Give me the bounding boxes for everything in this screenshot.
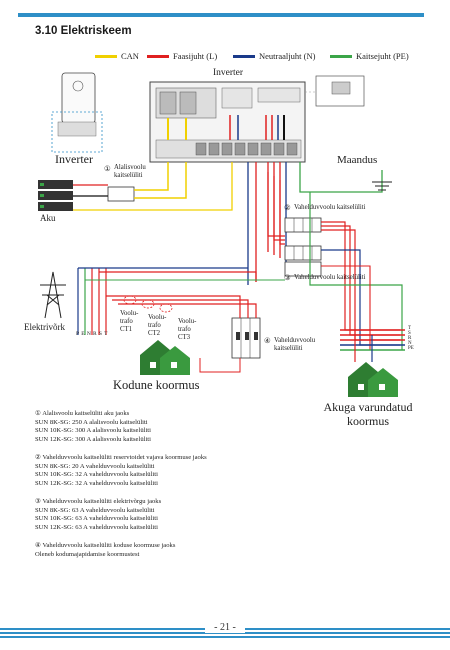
terminal-n: N	[408, 341, 412, 346]
grid-pylon-icon	[40, 271, 66, 319]
dc-breaker-label: Alalisvoolu kaitselüliti	[114, 164, 146, 179]
ac-breaker-4-number: ④	[264, 336, 271, 345]
ac-breaker-4-label: Vahelduvvoolu kaitselüliti	[274, 337, 316, 352]
battery-label: Aku	[40, 213, 56, 223]
note-2-heading: ② Vahelduvvoolu kaitselüliti reservtoide…	[35, 454, 207, 461]
ac-breaker-2-symbol	[284, 217, 322, 233]
ct1-label: Voolu- trafo CT1	[120, 310, 139, 333]
top-rule	[18, 13, 424, 17]
section-title: 3.10 Elektriskeem	[35, 25, 132, 37]
note-2-line: SUN 8K-SG: 20 A vahelduvvoolu kaitselüli…	[35, 462, 155, 470]
legend-label-phase: Faasijuht (L)	[173, 51, 218, 61]
ac-breaker-2-label: Vahelduvvoolu kaitselüliti	[294, 204, 366, 211]
bottom-rule	[0, 628, 450, 638]
dc-breaker-symbol	[107, 186, 135, 202]
dc-breaker-number: ①	[104, 164, 111, 173]
backup-load-label: Akuga varundatud koormus	[323, 400, 413, 428]
page-number: - 21 -	[205, 622, 245, 633]
note-3-heading: ③ Vahelduvvoolu kaitselüliti elektrivõrg…	[35, 498, 162, 505]
backup-terminals: T S R N PE	[408, 326, 414, 351]
grid-label: Elektrivõrk	[24, 322, 65, 332]
grid-terminals-label: PENRST	[76, 331, 110, 337]
battery-stack	[38, 180, 73, 211]
legend-label-pe: Kaitsejuht (PE)	[356, 51, 409, 61]
note-1-line: SUN 8K-SG: 250 A alalisvoolu kaitselülit…	[35, 418, 148, 426]
note-4: ④ Vahelduvvoolu kaitselüliti koduse koor…	[35, 542, 175, 559]
note-2: ② Vahelduvvoolu kaitselüliti reservtoide…	[35, 454, 207, 488]
terminal-r: R	[408, 336, 412, 341]
inverter-terminal-panel	[149, 81, 306, 163]
home-house-icon	[140, 340, 190, 375]
ground-label: Maandus	[337, 154, 378, 166]
note-1-heading: ① Alalisvoolu kaitselüliti aku jaoks	[35, 410, 130, 417]
inverter-unit-drawing	[51, 72, 103, 153]
ac-breaker-3-symbol	[284, 245, 322, 277]
inverter-label-top: Inverter	[213, 68, 244, 78]
terminal-t: T	[408, 326, 412, 331]
note-3-line: SUN 12K-SG: 63 A vahelduvvoolu kaitselül…	[35, 523, 158, 531]
terminal-pe: PE	[408, 346, 414, 351]
note-3: ③ Vahelduvvoolu kaitselüliti elektrivõrg…	[35, 498, 161, 532]
ac-breaker-3-number: ③	[284, 273, 291, 282]
note-2-line: SUN 10K-SG: 32 A vahelduvvoolu kaitselül…	[35, 471, 158, 479]
ct3-label: Voolu- trafo CT3	[178, 318, 197, 341]
ct2-label: Voolu- trafo CT2	[148, 314, 167, 337]
note-3-line: SUN 10K-SG: 63 A vahelduvvoolu kaitselül…	[35, 515, 158, 523]
legend-item-phase: Faasijuht (L)	[147, 51, 217, 61]
home-load-label: Kodune koormus	[113, 378, 200, 392]
backup-terminal-bars	[340, 329, 405, 362]
note-1-line: SUN 12K-SG: 300 A alalisvoolu kaitselüli…	[35, 435, 151, 443]
port-detail-box	[305, 75, 365, 107]
note-1: ① Alalisvoolu kaitselüliti aku jaoks SUN…	[35, 410, 151, 444]
ac-breaker-2-number: ②	[284, 203, 291, 212]
inverter-label-left: Inverter	[55, 152, 93, 166]
ac-breaker-3-label: Vahelduvvoolu kaitselüliti	[294, 274, 366, 281]
legend-swatch-pe	[330, 54, 352, 58]
note-2-line: SUN 12K-SG: 32 A vahelduvvoolu kaitselül…	[35, 479, 158, 487]
backup-house-icon	[348, 362, 398, 397]
terminal-s: S	[408, 331, 411, 336]
legend-item-neutral: Neutraaljuht (N)	[233, 51, 315, 61]
note-4-heading: ④ Vahelduvvoolu kaitselüliti koduse koor…	[35, 542, 176, 549]
legend-swatch-can	[95, 54, 117, 58]
legend-swatch-neutral	[233, 54, 255, 58]
note-4-line: Oleneb kodumajapidamise koormustest	[35, 550, 140, 558]
legend-item-pe: Kaitsejuht (PE)	[330, 51, 409, 61]
note-3-line: SUN 8K-SG: 63 A vahelduvvoolu kaitselüli…	[35, 506, 155, 514]
ac-breaker-4-symbol	[231, 317, 261, 359]
legend-label-can: CAN	[121, 51, 139, 61]
legend-item-can: CAN	[95, 51, 139, 61]
note-1-line: SUN 10K-SG: 300 A alalisvoolu kaitselüli…	[35, 427, 151, 435]
legend-swatch-phase	[147, 54, 169, 58]
legend-label-neutral: Neutraaljuht (N)	[259, 51, 316, 61]
